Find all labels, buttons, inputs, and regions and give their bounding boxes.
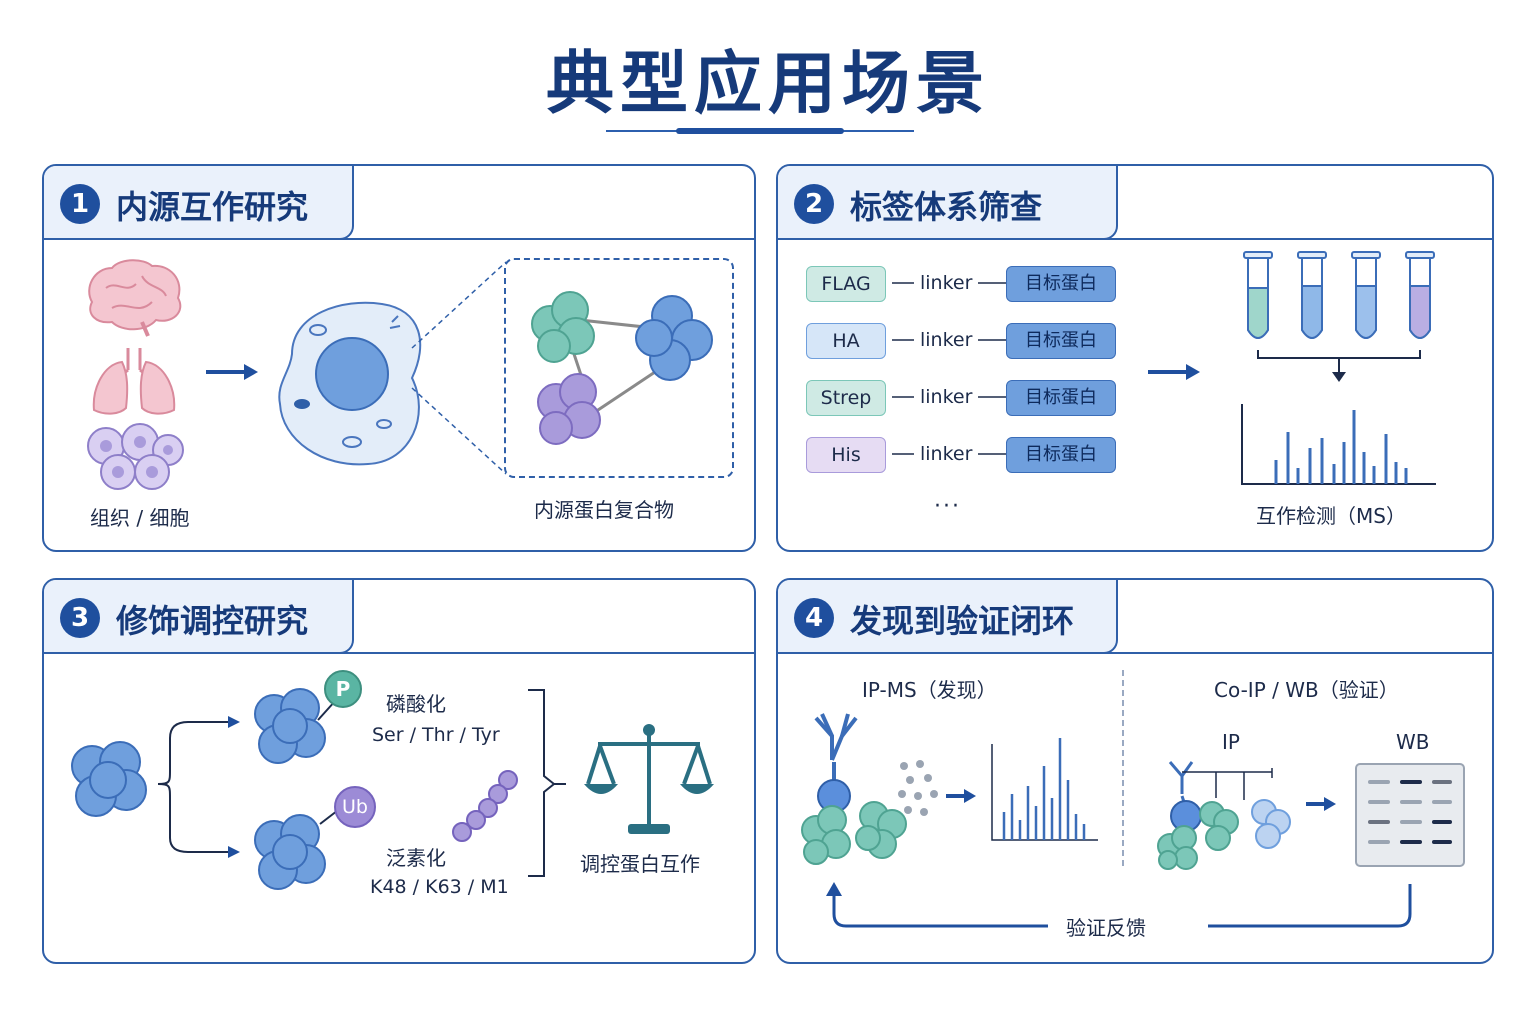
target-protein: 目标蛋白	[1006, 323, 1116, 359]
feedback-loop-arrow	[826, 882, 1412, 928]
peptide-dots-icon	[898, 760, 938, 816]
ms-spectrum-icon	[1241, 404, 1436, 485]
complex-label: 内源蛋白复合物	[534, 498, 674, 522]
ubiquitin-sites: K48 / K63 / M1	[370, 876, 509, 898]
protein-complex-icon	[531, 291, 713, 445]
arrow-right-icon	[1306, 797, 1336, 811]
target-protein: 目标蛋白	[1006, 380, 1116, 416]
panel-tag-screening: 2 标签体系筛查 FLAG linker 目标蛋白 HA linker 目标蛋白…	[776, 164, 1494, 552]
section-divider	[1122, 670, 1124, 866]
arrow-right-icon	[1148, 364, 1200, 380]
title-underline-accent	[676, 128, 844, 134]
cells-icon	[87, 423, 184, 490]
test-tubes-icon	[1243, 251, 1435, 382]
panel-title: 修饰调控研究	[116, 602, 309, 640]
linker-label: linker	[920, 443, 973, 465]
antibody-bead-icon	[801, 713, 907, 865]
tag-ha: HA	[806, 323, 886, 359]
bracket	[528, 689, 566, 877]
linker-label: linker	[920, 386, 973, 408]
linker-label: linker	[920, 329, 973, 351]
western-blot-icon	[1355, 763, 1465, 867]
ellipsis: ···	[934, 494, 961, 519]
coip-wb-label: Co-IP / WB（验证）	[1214, 678, 1399, 702]
complex-zoom-box	[504, 258, 734, 478]
brain-icon	[88, 259, 182, 337]
ubiquitin-badge: Ub	[334, 786, 376, 828]
balance-scale-icon	[584, 724, 714, 834]
regulate-label: 调控蛋白互作	[580, 852, 700, 876]
panel-title: 发现到验证闭环	[850, 602, 1075, 640]
feedback-label: 验证反馈	[1066, 916, 1146, 940]
linker-connectors	[892, 282, 1006, 455]
step-number: 2	[794, 184, 834, 224]
panel-header: 1 内源互作研究	[44, 166, 354, 240]
lung-icon	[92, 348, 176, 415]
linker-label: linker	[920, 272, 973, 294]
tag-strep: Strep	[806, 380, 886, 416]
ip-label: IP	[1222, 730, 1240, 754]
wb-label: WB	[1396, 730, 1430, 754]
step-number: 3	[60, 598, 100, 638]
phospho-sites: Ser / Thr / Tyr	[372, 724, 500, 746]
ip-ms-label: IP-MS（发现）	[862, 678, 997, 702]
target-protein: 目标蛋白	[1006, 266, 1116, 302]
panel-title: 内源互作研究	[116, 188, 309, 226]
panel-endogenous: 1 内源互作研究 组织 / 细胞 内源	[42, 164, 756, 552]
page-title: 典型应用场景	[545, 45, 990, 124]
panel-closed-loop: 4 发现到验证闭环 IP-MS（发现） Co-IP / WB（验证） IP WB	[776, 578, 1494, 964]
zoom-lines	[411, 261, 507, 475]
tag-flag: FLAG	[806, 266, 886, 302]
panel-header: 4 发现到验证闭环	[778, 580, 1118, 654]
coip-complex-icon	[1157, 761, 1291, 870]
ms-spectrum-icon	[991, 738, 1098, 841]
step-number: 4	[794, 598, 834, 638]
panel-modification: 3 修饰调控研究 P Ub 磷酸化 Ser / Thr / Tyr 泛素化 K4…	[42, 578, 756, 964]
panel-header: 3 修饰调控研究	[44, 580, 354, 654]
panel-header: 2 标签体系筛查	[778, 166, 1118, 240]
ubiquitin-chain-icon	[452, 770, 518, 842]
protein-icon	[71, 741, 147, 817]
target-protein: 目标蛋白	[1006, 437, 1116, 473]
step-number: 1	[60, 184, 100, 224]
arrow-right-icon	[946, 789, 976, 803]
ms-detect-label: 互作检测（MS）	[1256, 504, 1406, 528]
tag-his: His	[806, 437, 886, 473]
phospho-label: 磷酸化	[386, 692, 446, 716]
protein-icon	[254, 814, 326, 890]
cell-icon	[278, 301, 422, 466]
ubiquitin-label: 泛素化	[386, 846, 446, 870]
arrow-right-icon	[206, 364, 258, 380]
protein-icon	[254, 688, 326, 764]
branch-arrows	[157, 716, 240, 858]
phospho-badge: P	[324, 670, 362, 708]
panel-title: 标签体系筛查	[850, 188, 1043, 226]
tissue-cell-label: 组织 / 细胞	[90, 506, 190, 530]
